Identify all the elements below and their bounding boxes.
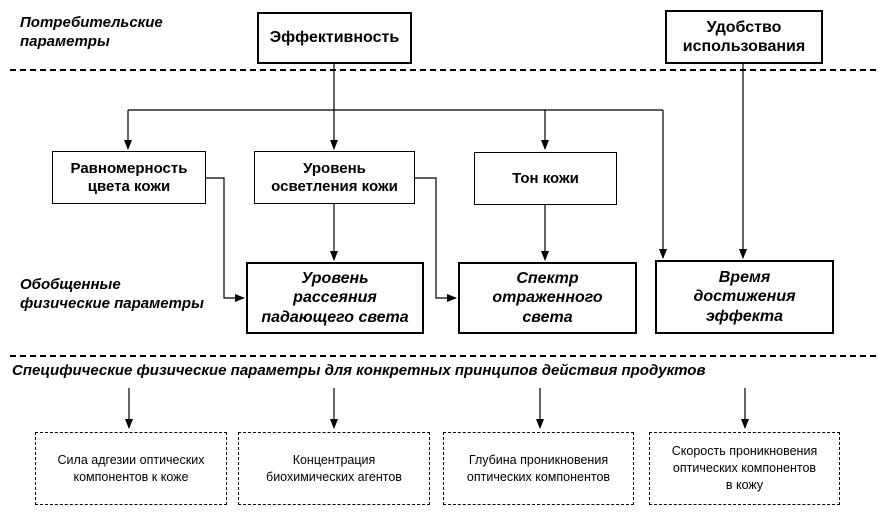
arrow-lightening-to-spectrum	[415, 177, 457, 302]
node-convenience: Удобство использования	[665, 10, 823, 64]
node-adhesion-force: Сила адгезии оптических компонентов к ко…	[35, 432, 227, 505]
node-color-uniformity: Равномерность цвета кожи	[52, 151, 206, 204]
node-skin-tone: Тон кожи	[474, 152, 617, 205]
node-scattering-level: Уровень рассеяния падающего света	[246, 262, 424, 334]
level-label-generalized: Обобщенные физические параметры	[20, 276, 204, 312]
node-penetration-speed: Скорость проникновения оптических компон…	[649, 432, 840, 505]
node-effect-time: Время достижения эффекта	[655, 260, 834, 334]
node-lightening-level: Уровень осветления кожи	[254, 151, 415, 204]
node-penetration-depth: Глубина проникновения оптических компоне…	[443, 432, 634, 505]
arrow-color-uniformity-to-scattering	[206, 177, 245, 302]
level-label-specific: Специфические физические параметры для к…	[12, 362, 706, 379]
node-agents-concentration: Концентрация биохимических агентов	[238, 432, 430, 505]
node-effectiveness: Эффективность	[257, 12, 412, 64]
node-reflected-spectrum: Спектр отраженного света	[458, 262, 637, 334]
level-label-consumer: Потребительские параметры	[20, 14, 163, 50]
